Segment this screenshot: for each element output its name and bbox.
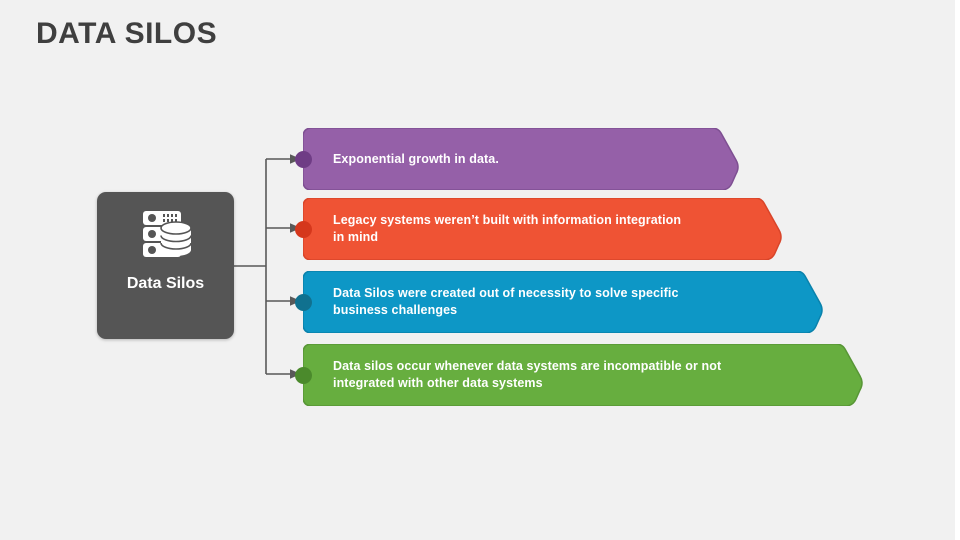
branch-banner-2-shape xyxy=(303,198,782,260)
branch-banner-4-shape xyxy=(303,344,863,406)
branch-text-2-line-1: Legacy systems weren’t built with inform… xyxy=(333,213,682,227)
branch-text-3: Data Silos were created out of necessity… xyxy=(333,271,679,333)
center-node-label: Data Silos xyxy=(126,275,205,292)
branch-text-2-line-2: in mind xyxy=(333,230,379,244)
branch-text-3-line-1: Data Silos were created out of necessity… xyxy=(333,286,679,300)
banner-fill-3 xyxy=(303,271,823,333)
branch-text-1: Exponential growth in data. xyxy=(333,128,499,190)
branch-banner-3[interactable]: Data Silos were created out of necessity… xyxy=(295,271,824,333)
branch-text-4-line-2: integrated with other data systems xyxy=(333,376,543,390)
branch-bullet-4 xyxy=(295,367,312,384)
banner-fill-1 xyxy=(303,128,739,190)
branch-text-2: Legacy systems weren’t built with inform… xyxy=(333,198,681,260)
center-node-data-silos[interactable]: Data Silos xyxy=(97,192,234,339)
branch-banner-1[interactable]: Exponential growth in data. xyxy=(295,128,740,190)
banner-fill-4 xyxy=(303,344,863,406)
banner-fill-2 xyxy=(303,198,782,260)
branch-banner-2[interactable]: Legacy systems weren’t built with inform… xyxy=(295,198,783,260)
branch-text-4-line-1: Data silos occur whenever data systems a… xyxy=(333,359,722,373)
branch-text-1-line-1: Exponential growth in data. xyxy=(333,151,499,166)
branch-text-3-line-2: business challenges xyxy=(333,303,458,317)
database-server-icon xyxy=(97,209,234,261)
branch-banner-1-shape xyxy=(303,128,739,190)
branch-text-4: Data silos occur whenever data systems a… xyxy=(333,344,721,406)
page-title: DATA SILOS xyxy=(36,17,218,50)
branch-banner-3-shape xyxy=(303,271,823,333)
branch-banner-4[interactable]: Data silos occur whenever data systems a… xyxy=(295,344,864,406)
branch-bullet-3 xyxy=(295,294,312,311)
branch-bullet-1 xyxy=(295,151,312,168)
branch-bullet-2 xyxy=(295,221,312,238)
